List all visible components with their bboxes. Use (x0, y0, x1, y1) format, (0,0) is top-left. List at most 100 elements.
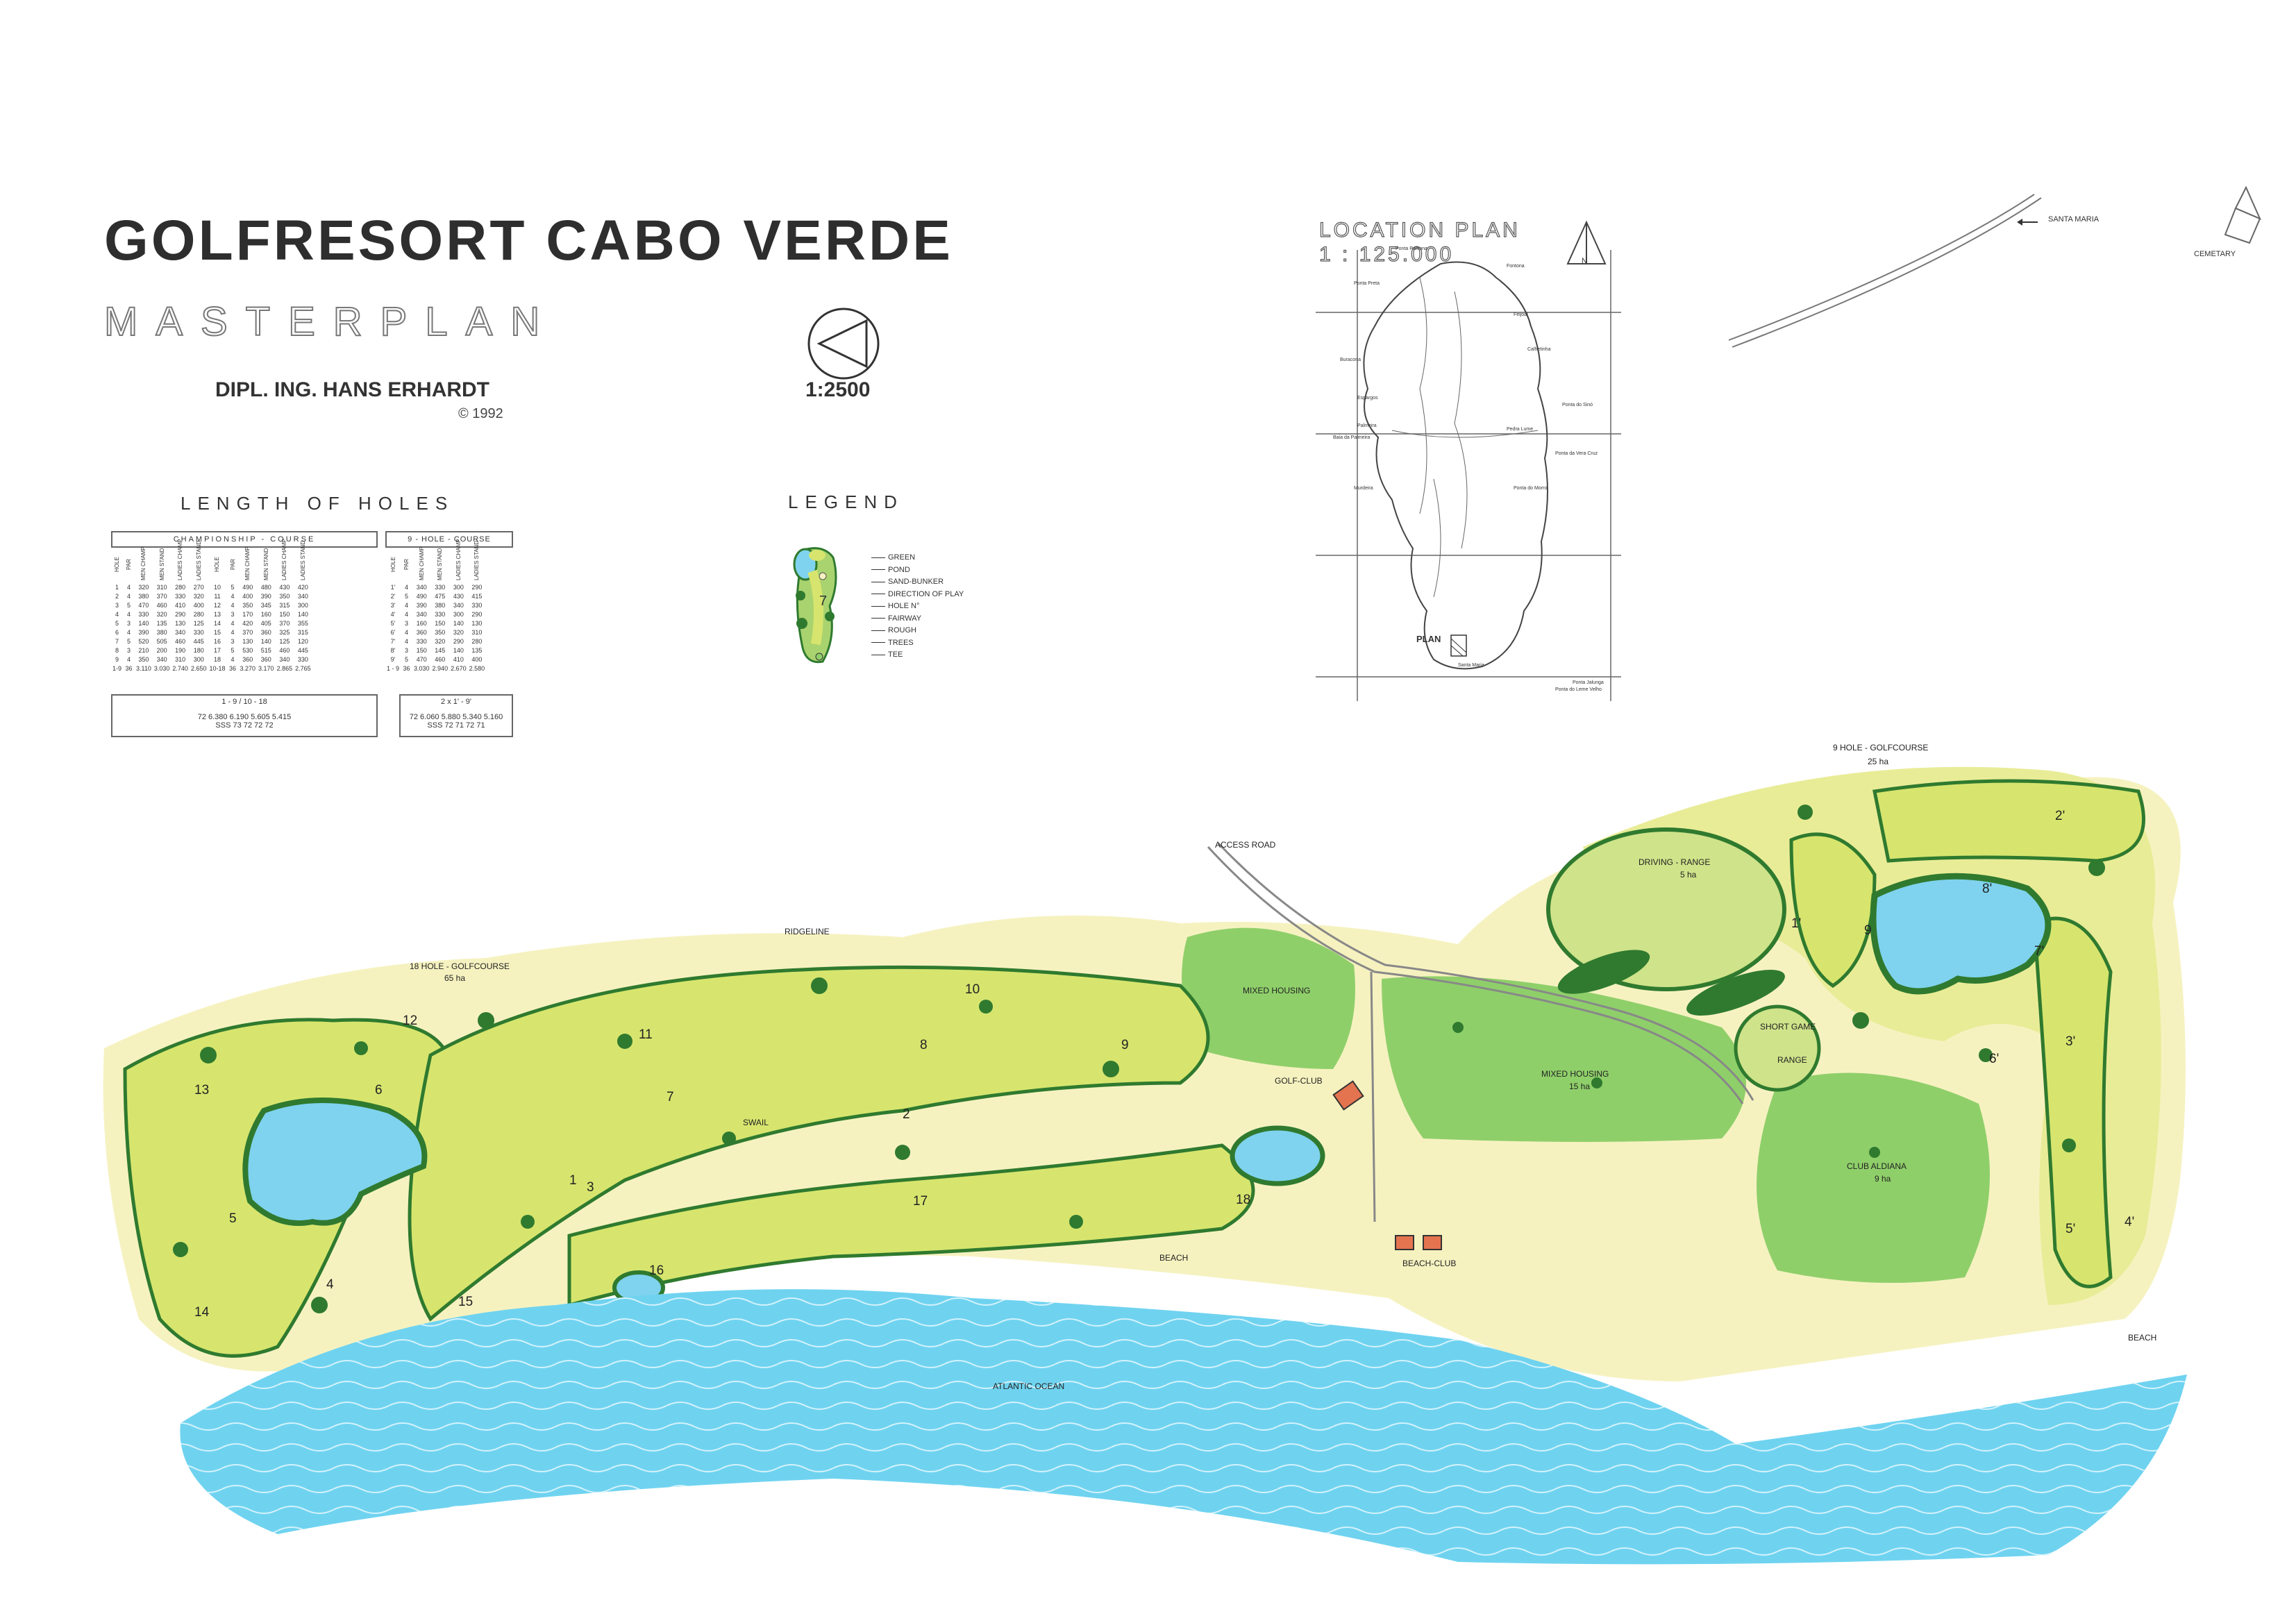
nine-hole-number: 8' (1982, 882, 1993, 896)
table-cell: 530 (242, 647, 253, 654)
table-cell: 3 (115, 602, 119, 609)
table-cell: 140 (297, 611, 308, 618)
table-cell: 290 (175, 611, 186, 618)
table-cell: 14 (213, 620, 221, 627)
location-place-label: Calhetinha (1527, 347, 1551, 352)
legend-item-label: POND (888, 565, 910, 574)
copyright: © 1992 (458, 406, 503, 421)
table-cell: 12 (213, 602, 221, 609)
table-total-cell: 10-18 (209, 665, 226, 672)
table-cell: 445 (193, 638, 204, 645)
hole-number-5: 5 (229, 1211, 237, 1226)
table-cell: 505 (156, 638, 167, 645)
access-road-label: ACCESS ROAD (1215, 840, 1276, 850)
table-cell: 370 (279, 620, 290, 627)
table-total-cell: 2.650 (190, 665, 207, 672)
legend-item: TREES (871, 639, 914, 647)
hole-number-8: 8 (920, 1038, 928, 1052)
location-north-icon (1566, 220, 1607, 264)
table-cell: 300 (453, 611, 464, 618)
table-cell: 310 (156, 584, 167, 591)
table-cell: 490 (242, 584, 253, 591)
table-cell: 340 (175, 629, 186, 636)
driving-range-area-label: 5 ha (1680, 870, 1697, 880)
table-cell: 160 (260, 611, 271, 618)
table-cell: 3 (127, 620, 131, 627)
table-cell: 8 (115, 647, 119, 654)
legend-leader-line (871, 605, 885, 607)
table-cell: 390 (260, 593, 271, 600)
table-cell: 420 (242, 620, 253, 627)
table-cell: 400 (242, 593, 253, 600)
legend-item-label: TEE (888, 650, 903, 659)
course18-label: 18 HOLE - GOLFCOURSE (410, 961, 510, 971)
table-cell: 470 (138, 602, 149, 609)
course9-label: 9 HOLE - GOLFCOURSE (1833, 743, 1929, 752)
table-cell: 130 (242, 638, 253, 645)
table-cell: 135 (156, 620, 167, 627)
table-cell: 345 (260, 602, 271, 609)
table-cell: 4 (231, 629, 235, 636)
driving-range-label: DRIVING - RANGE (1639, 857, 1711, 867)
table-cell: 1' (390, 584, 396, 591)
location-place-label: Fontona (1507, 264, 1525, 269)
nine-hole-number: 4' (2125, 1215, 2135, 1229)
club-aldiana-area (1757, 1073, 1990, 1283)
hole-number-18: 18 (1236, 1193, 1251, 1207)
nine-hole-number: 3' (2065, 1034, 2076, 1049)
nine-hole-title-box: 9 - HOLE - COURSE (385, 531, 513, 548)
table-cell: 150 (435, 620, 446, 627)
table-cell: 330 (416, 638, 427, 645)
table-cell: 340 (416, 611, 427, 618)
club-aldiana-area-label: 9 ha (1875, 1174, 1891, 1184)
championship-summary-label: 1 - 9 / 10 - 18 (221, 698, 267, 706)
table-cell: 320 (156, 611, 167, 618)
table-cell: 350 (138, 656, 149, 663)
driving-range-area (1546, 827, 1786, 991)
hole-number-4: 4 (326, 1277, 334, 1292)
table-cell: 340 (156, 656, 167, 663)
location-place-label: Pedra Lume (1507, 427, 1534, 432)
table-cell: 4 (231, 620, 235, 627)
table-cell: 520 (138, 638, 149, 645)
table-cell: 4 (127, 629, 131, 636)
course18-area-label: 65 ha (444, 973, 466, 983)
mixed-housing-small-area (1182, 927, 1355, 1069)
table-cell: 4 (115, 611, 119, 618)
table-cell: 4' (390, 611, 396, 618)
table-cell: 320 (453, 629, 464, 636)
table-cell: 460 (156, 602, 167, 609)
legend-item-label: HOLE N° (888, 602, 920, 610)
location-place-label: Ponta Preta (1354, 281, 1380, 286)
table-total-cell: 2.670 (451, 665, 467, 672)
nine-hole-number: 7' (2034, 944, 2045, 959)
table-cell: 5' (390, 620, 396, 627)
beach-right-label: BEACH (2128, 1333, 2157, 1343)
hole-number-11: 11 (639, 1027, 653, 1042)
location-plan-scale: 1 : 125.000 (1318, 242, 1455, 266)
table-total-cell: 3.030 (414, 665, 430, 672)
table-cell: 16 (213, 638, 221, 645)
championship-title-box: CHAMPIONSHIP - COURSE (111, 531, 378, 548)
table-cell: 5 (405, 656, 409, 663)
championship-summary-sss: SSS 73 72 72 72 (215, 721, 274, 730)
beach-club-building-2 (1423, 1235, 1442, 1250)
table-cell: 310 (175, 656, 186, 663)
table-cell: 490 (416, 593, 427, 600)
table-cell: 400 (193, 602, 204, 609)
legend-leader-line (871, 557, 885, 558)
table-cell: 140 (138, 620, 149, 627)
table-cell: 330 (435, 584, 446, 591)
table-total-cell: 2.865 (276, 665, 293, 672)
table-cell: 415 (471, 593, 483, 600)
nine-hole-summary-label: 2 x 1' - 9' (441, 698, 471, 706)
